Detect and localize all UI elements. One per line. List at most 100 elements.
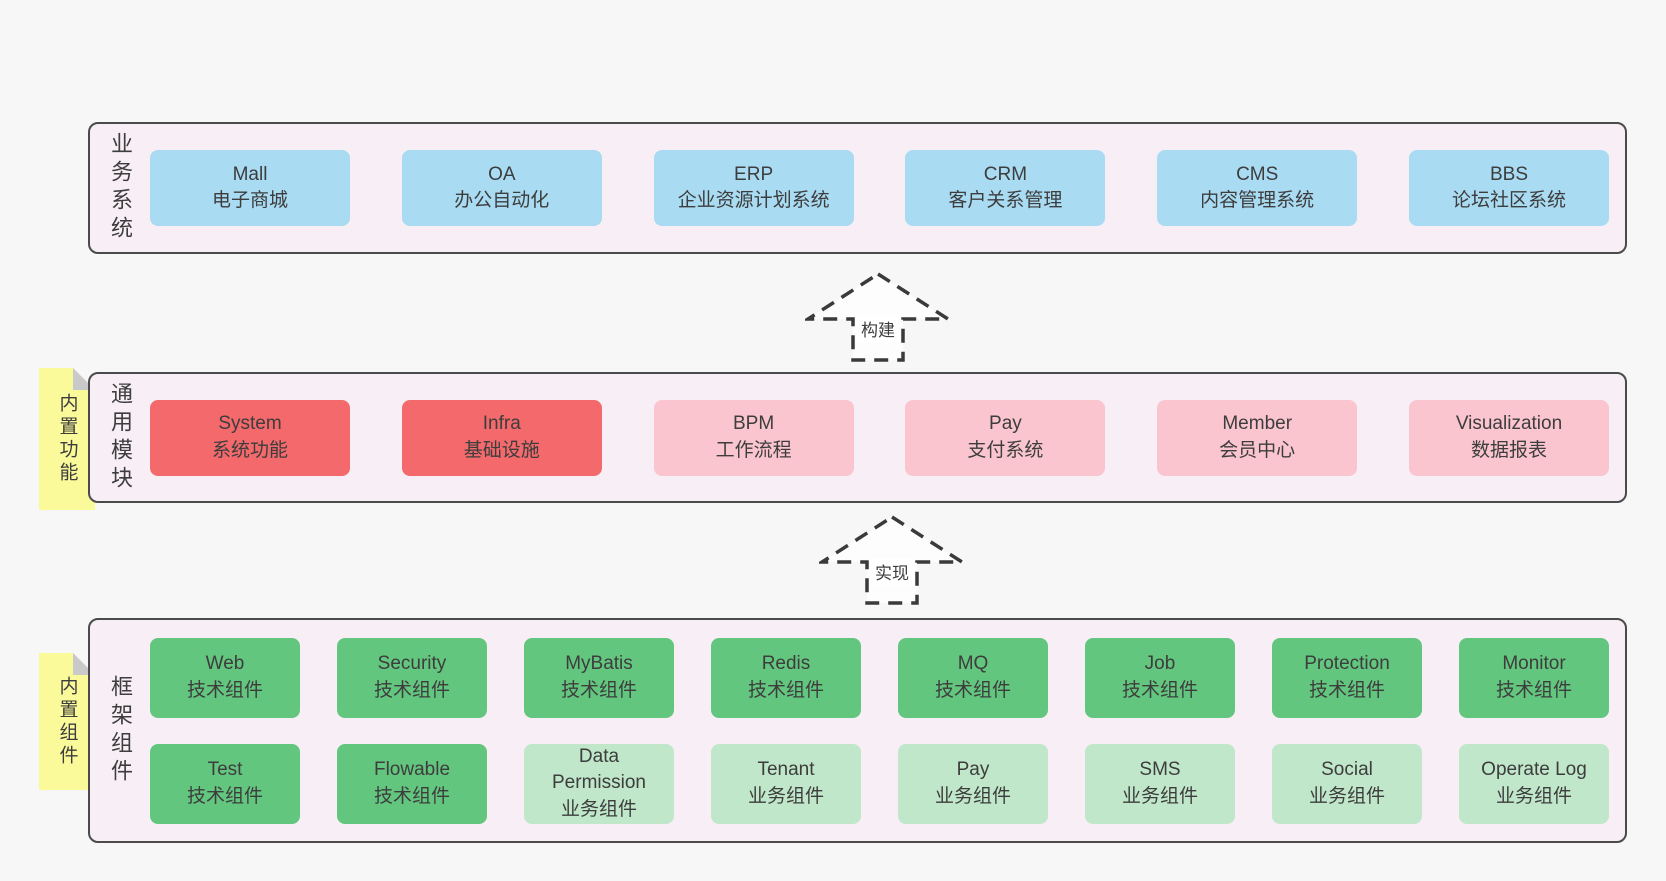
box-title: Mall — [232, 163, 268, 185]
box-subtitle: 业务组件 — [747, 785, 824, 807]
sticky-note-label: 内置组件 — [56, 675, 78, 768]
box-title: ERP — [734, 163, 774, 185]
box-subtitle: 业务组件 — [1308, 785, 1385, 807]
box-title: Web — [205, 653, 245, 675]
box-member: Member 会员中心 — [1157, 399, 1358, 476]
box-title: BBS — [1489, 163, 1528, 185]
box-mall: Mall 电子商城 — [150, 150, 350, 226]
box-monitor: Monitor 技术组件 — [1459, 637, 1609, 718]
box-subtitle: 支付系统 — [967, 439, 1044, 461]
box-title: CRM — [983, 163, 1028, 185]
box-title: Job — [1144, 653, 1176, 675]
box-job: Job 技术组件 — [1085, 637, 1235, 718]
box-subtitle: 工作流程 — [715, 439, 792, 461]
box-operate-log: Operate Log 业务组件 — [1459, 743, 1609, 824]
arrow-build: 构建 — [805, 271, 951, 363]
box-subtitle: 技术组件 — [1308, 679, 1385, 701]
box-title: Flowable — [373, 759, 451, 781]
box-subtitle: 企业资源计划系统 — [677, 190, 830, 211]
box-subtitle: 技术组件 — [560, 679, 637, 701]
box-title: Member — [1222, 413, 1293, 435]
box-bpm: BPM 工作流程 — [653, 399, 854, 476]
box-title: CMS — [1236, 163, 1279, 185]
box-title: Test — [207, 759, 243, 781]
sticky-note-built-in-components: 内置组件 — [39, 653, 95, 790]
box-title: Visualization — [1455, 413, 1563, 435]
box-social: Social 业务组件 — [1272, 743, 1422, 824]
box-subtitle: 论坛社区系统 — [1451, 190, 1566, 211]
box-oa: OA 办公自动化 — [401, 150, 602, 226]
box-infra: Infra 基础设施 — [401, 399, 602, 476]
band-components-content: Web 技术组件 Security 技术组件 MyBatis 技术组件 Redi… — [150, 620, 1625, 841]
band-business-systems: 业务系统 Mall 电子商城 OA 办公自动化 ERP 企业资源计划系统 CRM… — [88, 122, 1627, 254]
box-sms: SMS 业务组件 — [1085, 743, 1235, 824]
band-label-components: 框架组件 — [108, 674, 133, 787]
box-subtitle: 技术组件 — [186, 785, 263, 807]
components-row-2: Test 技术组件 Flowable 技术组件 Data Permission … — [150, 743, 1609, 824]
box-title: MyBatis — [565, 653, 633, 675]
box-title: MQ — [957, 653, 989, 675]
box-cms: CMS 内容管理系统 — [1157, 150, 1358, 226]
band-label-business: 业务系统 — [108, 132, 133, 244]
box-subtitle: 技术组件 — [1495, 679, 1572, 701]
sticky-note-label: 内置功能 — [56, 393, 78, 485]
band-business-content: Mall 电子商城 OA 办公自动化 ERP 企业资源计划系统 CRM 客户关系… — [150, 124, 1625, 252]
box-tenant: Tenant 业务组件 — [711, 743, 861, 824]
box-title: Social — [1321, 759, 1373, 781]
arrow-build-label: 构建 — [856, 315, 900, 342]
box-subtitle: 技术组件 — [934, 679, 1011, 701]
box-subtitle: 业务组件 — [1121, 785, 1198, 807]
box-mybatis: MyBatis 技术组件 — [524, 637, 674, 718]
box-title: OA — [488, 163, 516, 185]
box-subtitle: 业务组件 — [1495, 785, 1572, 807]
box-pay: Pay 支付系统 — [905, 399, 1106, 476]
box-system: System 系统功能 — [150, 399, 350, 476]
box-title: System — [218, 413, 282, 435]
arrow-implement-label: 实现 — [870, 558, 914, 585]
box-title: Pay — [956, 759, 990, 781]
box-subtitle: 业务组件 — [934, 785, 1011, 807]
box-title: Infra — [482, 413, 521, 435]
box-subtitle: 技术组件 — [186, 679, 263, 701]
box-subtitle: 业务组件 — [560, 798, 637, 820]
box-visualization: Visualization 数据报表 — [1408, 399, 1609, 476]
box-subtitle: 内容管理系统 — [1200, 190, 1315, 211]
box-pay-component: Pay 业务组件 — [898, 743, 1048, 824]
components-row-1: Web 技术组件 Security 技术组件 MyBatis 技术组件 Redi… — [150, 637, 1609, 718]
box-mq: MQ 技术组件 — [898, 637, 1048, 718]
box-title: SMS — [1139, 759, 1181, 781]
sticky-note-built-in-features: 内置功能 — [39, 368, 95, 510]
box-title: Monitor — [1502, 653, 1566, 675]
box-subtitle: 电子商城 — [211, 190, 288, 211]
box-protection: Protection 技术组件 — [1272, 637, 1422, 718]
box-data-permission: Data Permission 业务组件 — [524, 743, 674, 824]
box-title: Operate Log — [1481, 759, 1587, 781]
box-title: Data Permission — [552, 746, 646, 794]
box-subtitle: 会员中心 — [1219, 439, 1296, 461]
box-bbs: BBS 论坛社区系统 — [1408, 150, 1609, 226]
box-test: Test 技术组件 — [150, 743, 300, 824]
box-erp: ERP 企业资源计划系统 — [653, 150, 854, 226]
band-common-modules: 通用模块 System 系统功能 Infra 基础设施 BPM 工作流程 Pay… — [88, 372, 1627, 503]
arrow-implement: 实现 — [819, 514, 965, 606]
box-title: Security — [377, 653, 447, 675]
box-title: Pay — [989, 413, 1022, 435]
band-modules-content: System 系统功能 Infra 基础设施 BPM 工作流程 Pay 支付系统… — [150, 374, 1625, 501]
box-subtitle: 技术组件 — [1121, 679, 1198, 701]
box-title: BPM — [733, 413, 775, 435]
box-crm: CRM 客户关系管理 — [905, 150, 1106, 226]
band-label-modules: 通用模块 — [108, 381, 133, 494]
box-title: Tenant — [757, 759, 815, 781]
box-subtitle: 技术组件 — [373, 785, 450, 807]
box-subtitle: 系统功能 — [211, 439, 288, 461]
box-security: Security 技术组件 — [337, 637, 487, 718]
box-title: Protection — [1304, 653, 1390, 675]
box-subtitle: 基础设施 — [463, 439, 540, 461]
box-redis: Redis 技术组件 — [711, 637, 861, 718]
box-subtitle: 技术组件 — [373, 679, 450, 701]
box-subtitle: 技术组件 — [747, 679, 824, 701]
box-subtitle: 数据报表 — [1470, 439, 1547, 461]
box-subtitle: 客户关系管理 — [948, 190, 1063, 211]
box-web: Web 技术组件 — [150, 637, 300, 718]
